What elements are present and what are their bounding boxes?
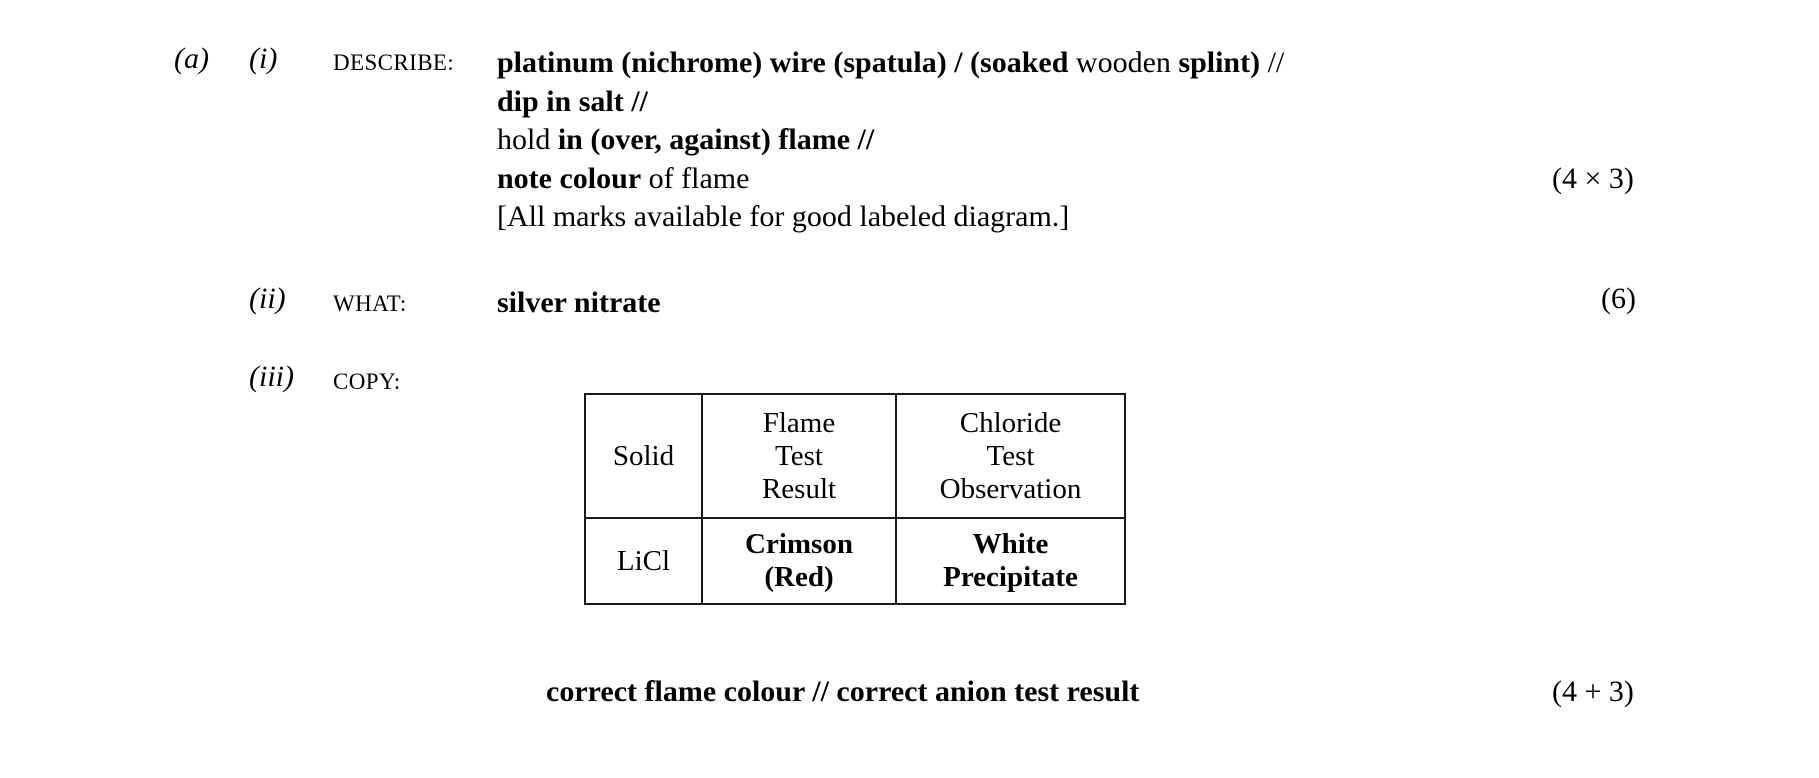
answer-segment: wooden: [1075, 46, 1179, 79]
table-header-line: Chloride: [959, 406, 1062, 439]
table-cell-line: Precipitate: [943, 561, 1078, 593]
roman-label-ii: (ii): [249, 282, 286, 315]
answer-segment: platinum (nichrome) wire (spatula) / (so…: [497, 46, 1076, 79]
answer-line: [All marks available for good labeled di…: [497, 198, 1284, 237]
table-header-cell-chloride: Chloride Test Observation: [895, 393, 1126, 519]
answer-segment: //: [1260, 46, 1285, 79]
answer-segment: in (over, against) flame //: [557, 123, 875, 156]
summary-statement: correct flame colour // correct anion te…: [546, 675, 1140, 708]
answer-line: dip in salt //: [497, 83, 1284, 122]
table-cell-line: Crimson: [745, 528, 853, 560]
table-header-row: Solid Flame Test Result Chloride Test Ob…: [584, 393, 1126, 519]
answer-segment: [All marks available for good labeled di…: [497, 200, 1070, 233]
table-header-line: Flame: [762, 406, 836, 439]
answer-block-describe: platinum (nichrome) wire (spatula) / (so…: [497, 44, 1284, 237]
mark-allocation-ii: (6): [1601, 282, 1636, 315]
answer-line: silver nitrate: [497, 284, 661, 323]
roman-label-i: (i): [249, 42, 278, 75]
table-header-line: Test: [986, 439, 1035, 472]
answer-segment: splint): [1178, 46, 1261, 79]
cue-label-describe: DESCRIBE:: [333, 50, 455, 75]
mark-allocation-summary: (4 + 3): [1552, 675, 1634, 708]
flame-chloride-test-table: Solid Flame Test Result Chloride Test Ob…: [584, 393, 1126, 605]
answer-line: note colour of flame: [497, 160, 1284, 199]
answer-line: hold in (over, against) flame //: [497, 121, 1284, 160]
answer-segment: hold: [497, 123, 558, 156]
table-row: LiCl Crimson (Red) White Precipitate: [584, 517, 1126, 605]
roman-label-iii: (iii): [249, 360, 294, 393]
table-cell-solid: LiCl: [584, 517, 703, 605]
table-cell-chloride-observation: White Precipitate: [895, 517, 1126, 605]
answer-segment: dip in salt //: [497, 84, 648, 118]
table-cell-line: (Red): [764, 561, 834, 593]
table-header-line: Test: [775, 439, 823, 472]
part-label-a: (a): [174, 42, 209, 75]
answer-segment: of flame: [641, 161, 750, 195]
table-header-line: Observation: [939, 472, 1082, 505]
table-header-line: Result: [761, 472, 837, 505]
table-header-cell-solid: Solid: [584, 393, 703, 519]
mark-allocation-i: (4 × 3): [1552, 162, 1634, 195]
cue-label-copy: COPY:: [333, 369, 401, 394]
answer-segment: silver nitrate: [497, 286, 661, 319]
table-cell-flame-result: Crimson (Red): [701, 517, 897, 605]
cue-label-what: WHAT:: [333, 291, 407, 316]
table-cell-line: White: [972, 528, 1049, 560]
answer-segment: note colour: [497, 161, 642, 195]
answer-block-what: silver nitrate: [497, 284, 661, 323]
answer-line: platinum (nichrome) wire (spatula) / (so…: [497, 44, 1284, 83]
table-header-cell-flame: Flame Test Result: [701, 393, 897, 519]
